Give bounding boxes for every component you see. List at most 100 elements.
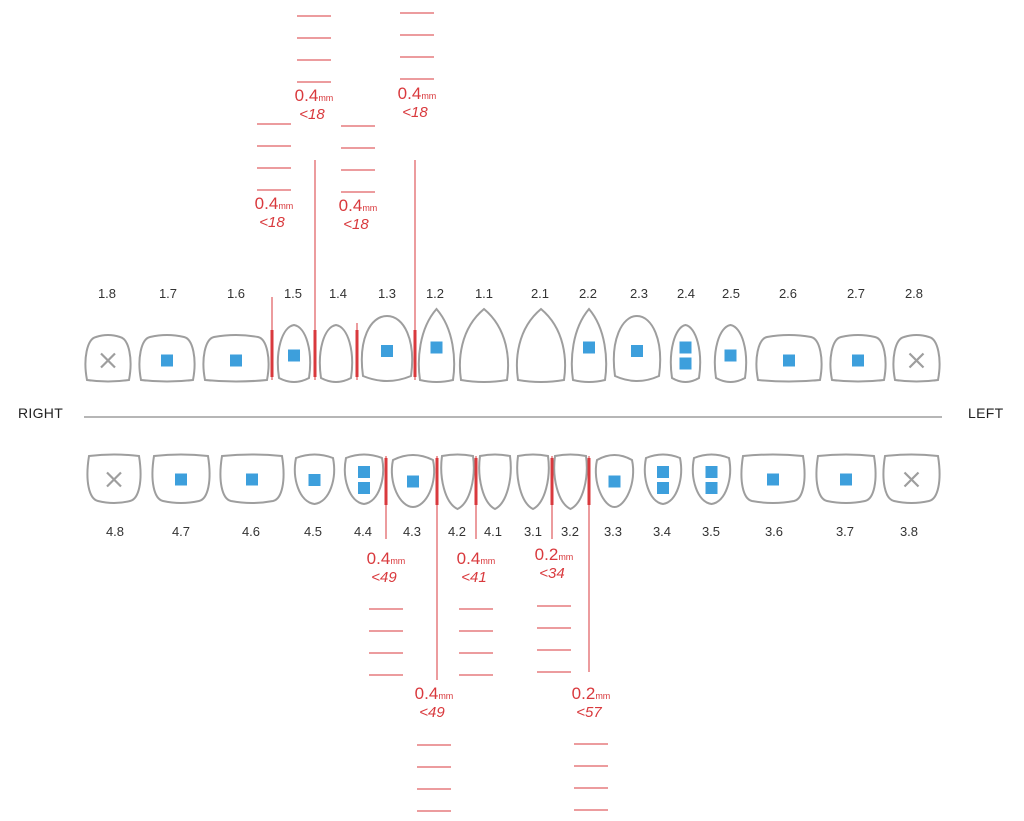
ipr-stage: <18 [343, 216, 369, 233]
ipr-layer: 0.4mm<180.4mm<180.4mm<180.4mm<180.4mm<49… [255, 12, 611, 812]
tooth-3-3[interactable] [594, 454, 635, 509]
tooth-number-label: 4.1 [484, 524, 502, 539]
attachment-marker [583, 341, 595, 354]
tooth-number-label: 2.6 [779, 286, 797, 301]
tooth-number-label: 3.1 [524, 524, 542, 539]
ipr-amount: 0.4mm [367, 549, 406, 568]
tooth-number-label: 4.2 [448, 524, 466, 539]
tooth-1-4[interactable] [318, 323, 354, 383]
attachment-marker [430, 341, 443, 354]
tooth-1-1[interactable] [458, 307, 510, 383]
ipr-annotation-1-3-1-2: 0.4mm<18 [398, 12, 437, 380]
tooth-number-label: 2.2 [579, 286, 597, 301]
attachment-marker [657, 482, 669, 494]
tooth-outline [553, 453, 588, 511]
tooth-number-label: 2.7 [847, 286, 865, 301]
ipr-annotation-4-2-4-1: 0.4mm<41 [457, 456, 495, 676]
ipr-stage: <18 [402, 104, 428, 121]
ipr-annotation-3-1-3-2: 0.2mm<34 [535, 456, 574, 673]
ipr-annotation-3-2-3-3: 0.2mm<57 [572, 456, 611, 811]
attachment-marker [840, 473, 852, 486]
ipr-amount: 0.4mm [339, 196, 378, 215]
tooth-4-4[interactable] [344, 453, 384, 506]
tooth-number-label: 1.4 [329, 286, 347, 301]
tooth-4-3[interactable] [390, 454, 436, 509]
attachment-marker [288, 349, 300, 362]
tooth-1-7[interactable] [138, 334, 196, 383]
right-side-label: RIGHT [18, 405, 64, 421]
ipr-stage: <49 [419, 704, 445, 721]
ipr-amount: 0.2mm [572, 684, 611, 703]
attachment-marker [679, 341, 692, 354]
tooth-2-8[interactable] [892, 334, 941, 383]
ipr-amount: 0.4mm [255, 194, 294, 213]
tooth-outline [440, 453, 475, 511]
tooth-number-label: 1.7 [159, 286, 177, 301]
tooth-3-2[interactable] [553, 453, 588, 511]
ipr-stage: <57 [576, 704, 602, 721]
tooth-number-label: 2.8 [905, 286, 923, 301]
tooth-4-6[interactable] [219, 453, 285, 504]
tooth-4-5[interactable] [294, 453, 335, 506]
ipr-amount: 0.4mm [295, 86, 334, 105]
tooth-4-7[interactable] [151, 453, 211, 504]
tooth-1-8[interactable] [84, 334, 132, 383]
tooth-number-label: 4.4 [354, 524, 372, 539]
tooth-4-2[interactable] [440, 453, 475, 511]
attachment-marker [161, 354, 173, 367]
tooth-2-3[interactable] [612, 314, 662, 382]
tooth-number-label: 3.2 [561, 524, 579, 539]
tooth-2-2[interactable] [570, 307, 608, 383]
attachment-marker [308, 474, 321, 486]
tooth-number-label: 2.4 [677, 286, 695, 301]
tooth-2-6[interactable] [755, 334, 823, 383]
tooth-number-label: 2.3 [630, 286, 648, 301]
attachment-marker [631, 345, 643, 357]
tooth-4-1[interactable] [478, 453, 512, 511]
tooth-outline [644, 453, 682, 506]
tooth-3-5[interactable] [692, 453, 731, 506]
tooth-3-8[interactable] [882, 453, 941, 504]
tooth-number-label: 4.3 [403, 524, 421, 539]
tooth-3-6[interactable] [740, 453, 806, 504]
tooth-outline [458, 307, 510, 383]
tooth-3-7[interactable] [815, 453, 877, 504]
tooth-2-1[interactable] [515, 307, 567, 383]
tooth-1-5[interactable] [276, 323, 312, 383]
ipr-stage: <18 [259, 214, 285, 231]
tooth-4-8[interactable] [86, 453, 142, 504]
ipr-stage: <34 [539, 565, 564, 582]
ipr-stage: <18 [299, 106, 325, 123]
ipr-amount: 0.4mm [398, 84, 437, 103]
attachment-marker [175, 473, 187, 486]
attachment-marker [705, 466, 718, 478]
tooth-outline [892, 334, 941, 383]
tooth-number-label: 1.8 [98, 286, 116, 301]
tooth-outline [344, 453, 384, 506]
tooth-number-label: 3.4 [653, 524, 671, 539]
tooth-2-4[interactable] [669, 323, 702, 383]
tooth-number-label: 3.6 [765, 524, 783, 539]
tooth-1-3[interactable] [360, 314, 414, 382]
ipr-stage: <41 [461, 569, 486, 586]
tooth-3-4[interactable] [644, 453, 682, 506]
tooth-3-1[interactable] [516, 453, 550, 511]
tooth-2-5[interactable] [713, 323, 748, 383]
ipr-amount: 0.2mm [535, 545, 574, 564]
tooth-1-6[interactable] [202, 334, 270, 383]
tooth-number-label: 1.3 [378, 286, 396, 301]
ipr-annotation-4-3-4-2: 0.4mm<49 [415, 456, 453, 812]
tooth-number-label: 1.2 [426, 286, 444, 301]
attachment-marker [724, 349, 737, 362]
tooth-outline [692, 453, 731, 506]
tooth-number-label: 1.1 [475, 286, 493, 301]
tooth-outline [516, 453, 550, 511]
tooth-1-2[interactable] [417, 307, 456, 383]
tooth-number-label: 4.6 [242, 524, 260, 539]
tooth-number-label: 2.1 [531, 286, 549, 301]
tooth-2-7[interactable] [829, 334, 887, 383]
tooth-number-label: 4.7 [172, 524, 190, 539]
ipr-annotation-1-4-1-3: 0.4mm<18 [339, 125, 378, 380]
